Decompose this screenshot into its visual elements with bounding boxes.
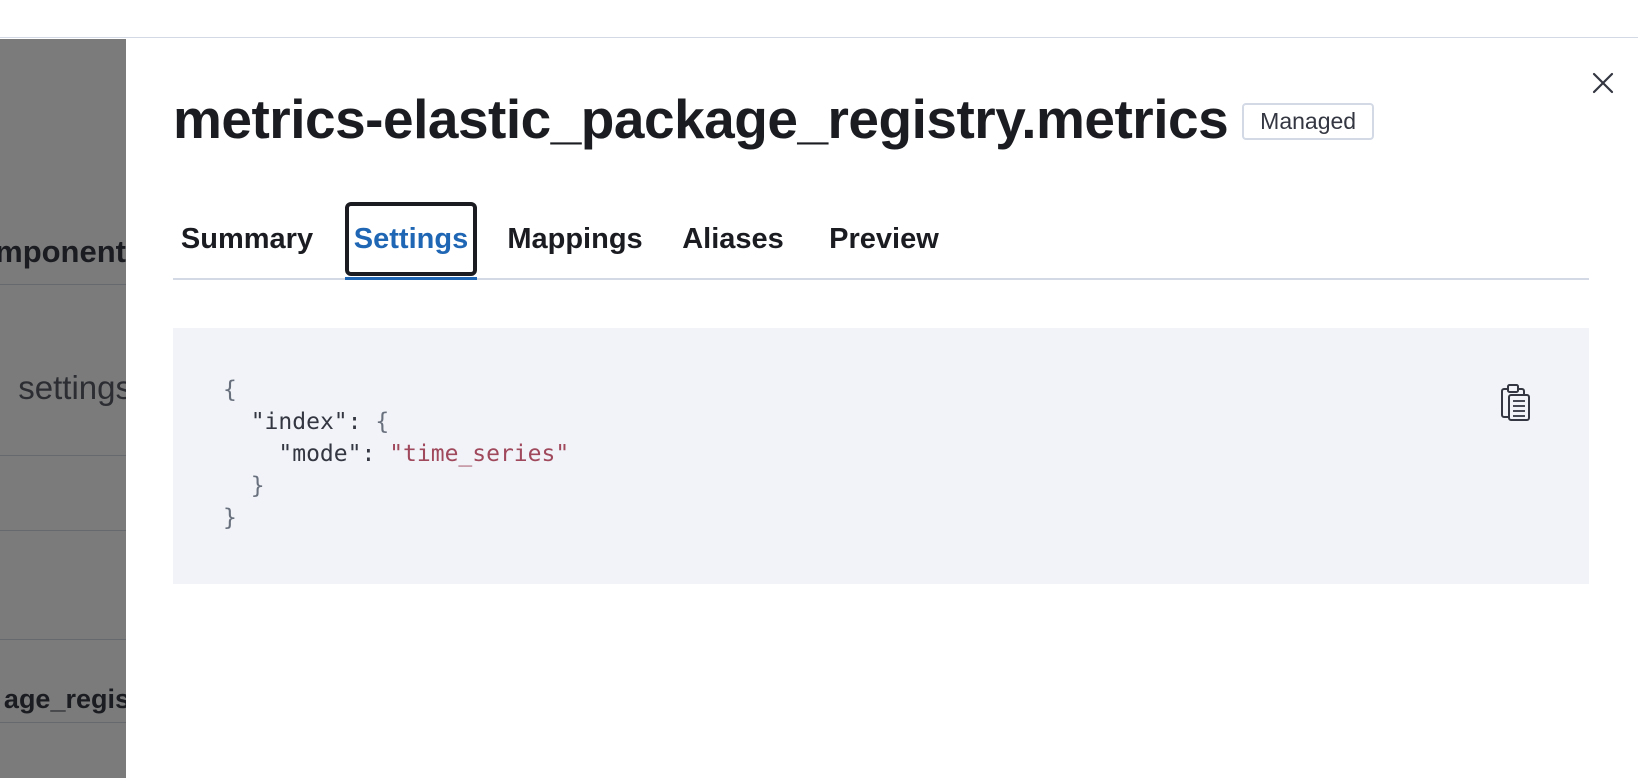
settings-code-panel: { "index": { "mode": "time_series" } } — [173, 328, 1589, 584]
json-index-open: { — [375, 409, 390, 435]
close-button[interactable] — [1583, 63, 1623, 103]
settings-json[interactable]: { "index": { "mode": "time_series" } } — [223, 374, 569, 534]
tab-aliases[interactable]: Aliases — [682, 200, 784, 278]
tab-label: Summary — [180, 222, 314, 255]
background-divider — [0, 722, 126, 723]
managed-badge: Managed — [1242, 102, 1375, 140]
tab-bar: Summary Settings Mappings Aliases Previe… — [173, 200, 1589, 280]
tab-mappings[interactable]: Mappings — [507, 200, 643, 278]
background-divider — [0, 455, 126, 456]
json-open-brace: { — [223, 377, 237, 403]
background-heading: mponent — [0, 234, 126, 269]
json-value-mode: "time_series" — [389, 441, 570, 467]
copy-button[interactable] — [1495, 380, 1535, 424]
tab-label: Settings — [353, 222, 469, 255]
top-bar — [0, 0, 1638, 38]
json-colon: : — [361, 441, 390, 467]
background-row-text: age_regis — [3, 684, 126, 714]
modal-backdrop[interactable]: mponent settings age_regis — [0, 39, 126, 778]
clipboard-icon — [1501, 384, 1530, 421]
focus-ring — [345, 202, 477, 276]
background-divider — [0, 530, 126, 531]
background-divider — [0, 639, 126, 640]
tab-label: Mappings — [507, 222, 643, 255]
tab-preview[interactable]: Preview — [829, 200, 939, 278]
json-key-mode: "mode" — [278, 441, 362, 467]
tab-label: Preview — [829, 222, 939, 255]
json-close-brace: } — [223, 505, 237, 531]
close-icon — [1592, 72, 1614, 94]
tab-label: Aliases — [682, 222, 784, 255]
details-flyout: metrics-elastic_package_registry.metrics… — [126, 39, 1638, 778]
page-title: metrics-elastic_package_registry.metrics — [173, 88, 1229, 150]
flyout-header: metrics-elastic_package_registry.metrics… — [173, 87, 1375, 151]
json-key-index: "index" — [250, 409, 348, 435]
tab-settings[interactable]: Settings — [345, 200, 477, 280]
tab-summary[interactable]: Summary — [181, 200, 313, 278]
selected-tab-underline — [345, 277, 477, 280]
json-colon: : — [347, 409, 376, 435]
background-description: settings — [18, 369, 126, 406]
json-index-close: } — [250, 473, 265, 499]
background-divider — [0, 284, 126, 285]
